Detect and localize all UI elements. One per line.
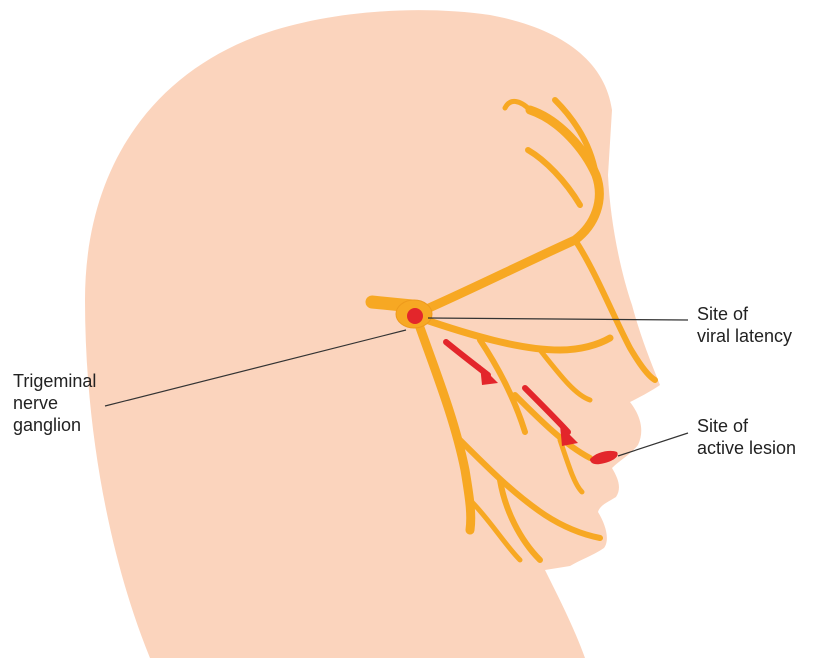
label-line: viral latency (697, 325, 792, 347)
label-viral-latency: Site of viral latency (697, 303, 792, 347)
label-active-lesion: Site of active lesion (697, 415, 796, 459)
label-line: Site of (697, 415, 796, 437)
label-line: Trigeminal (13, 370, 96, 392)
label-trigeminal-ganglion: Trigeminal nerve ganglion (13, 370, 96, 436)
label-line: nerve (13, 392, 96, 414)
label-line: Site of (697, 303, 792, 325)
viral-latency-site (407, 308, 423, 324)
label-line: ganglion (13, 414, 96, 436)
head-silhouette (85, 10, 660, 658)
label-line: active lesion (697, 437, 796, 459)
